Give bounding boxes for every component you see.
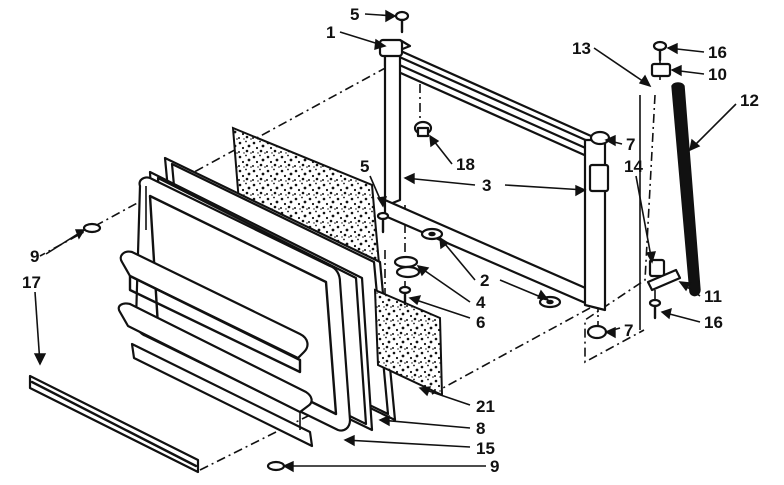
plug-9a bbox=[82, 222, 102, 234]
callout-2: 2 bbox=[480, 271, 489, 290]
callout-8: 8 bbox=[476, 419, 485, 438]
screw-top-right bbox=[652, 40, 668, 62]
callout-13: 13 bbox=[572, 39, 591, 58]
screw-left-mid bbox=[376, 211, 390, 234]
callout-11: 11 bbox=[704, 287, 722, 306]
arrowheads bbox=[33, 9, 701, 473]
screw-hinge-bottom bbox=[648, 298, 662, 320]
right-upright bbox=[583, 138, 610, 312]
screw-top-left bbox=[394, 10, 410, 34]
callout-3: 3 bbox=[482, 176, 491, 195]
callout-1: 1 bbox=[326, 23, 335, 42]
callout-4: 4 bbox=[476, 293, 486, 312]
cap-7b bbox=[586, 324, 608, 340]
callout-9-upper: 9 bbox=[30, 247, 39, 266]
cap-7a bbox=[589, 130, 611, 146]
trim-strip bbox=[28, 374, 200, 474]
callout-10: 10 bbox=[708, 65, 727, 84]
callout-21: 21 bbox=[476, 397, 495, 416]
callout-7-top: 7 bbox=[626, 135, 635, 154]
callout-16-bottom: 16 bbox=[704, 313, 723, 332]
plug-9b bbox=[266, 460, 286, 472]
bumper-18 bbox=[413, 120, 433, 138]
callout-16-top: 16 bbox=[708, 43, 727, 62]
shim-4 bbox=[393, 255, 421, 279]
callout-17: 17 bbox=[22, 273, 41, 292]
callout-18: 18 bbox=[456, 155, 475, 174]
callout-5-top: 5 bbox=[350, 5, 359, 24]
door-liner bbox=[117, 176, 352, 448]
door-outline-plane bbox=[584, 94, 656, 364]
callout-14: 14 bbox=[624, 157, 643, 176]
callout-5-mid: 5 bbox=[360, 157, 369, 176]
callout-6: 6 bbox=[476, 313, 485, 332]
fasteners bbox=[82, 10, 668, 472]
left-upright bbox=[378, 38, 404, 208]
top-frame-rail bbox=[383, 38, 602, 164]
hinge-assembly bbox=[646, 62, 701, 297]
callout-labels: 5 1 13 16 10 12 7 18 14 5 3 9 17 2 4 6 1… bbox=[22, 5, 759, 476]
washer-2a bbox=[420, 227, 444, 241]
screw-lower-left bbox=[398, 285, 412, 306]
callout-9-lower: 9 bbox=[490, 457, 499, 476]
callout-7-bottom: 7 bbox=[624, 321, 633, 340]
callout-15: 15 bbox=[476, 439, 495, 458]
callout-12: 12 bbox=[740, 91, 759, 110]
